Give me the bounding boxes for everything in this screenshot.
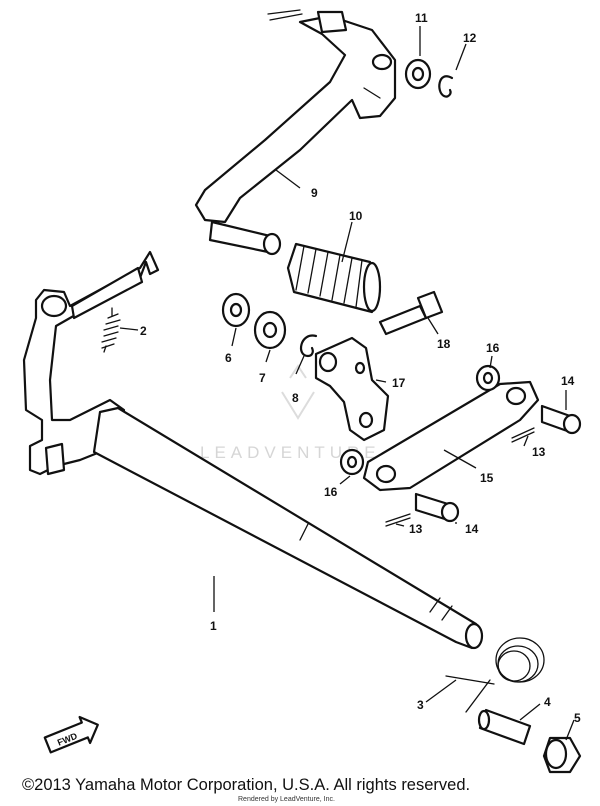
part-12-clip xyxy=(438,75,454,98)
callout-5: 5 xyxy=(574,711,581,725)
part-8-clip xyxy=(299,334,318,358)
part-9-pedal xyxy=(194,9,397,256)
callout-4: 4 xyxy=(544,695,551,709)
render-credit: Rendered by LeadVenture, Inc. xyxy=(238,796,335,803)
callout-14-upper: 14 xyxy=(561,374,575,388)
callout-16-upper: 16 xyxy=(486,341,500,355)
part-10-pedal-rubber xyxy=(286,242,382,314)
callout-2: 2 xyxy=(140,324,147,338)
callout-13-upper: 13 xyxy=(532,445,546,459)
part-18-bolt xyxy=(378,290,444,336)
callout-6: 6 xyxy=(225,351,232,365)
part-4-pin xyxy=(477,708,532,746)
fwd-arrow: FWD xyxy=(43,715,99,754)
leader-lines xyxy=(119,26,575,741)
callout-12: 12 xyxy=(463,31,477,45)
part-16-washer-lower xyxy=(339,448,365,476)
part-5-collar xyxy=(542,736,582,774)
callout-14-lower: 14 xyxy=(465,522,479,536)
watermark-text: LEADVENTURE xyxy=(200,443,381,462)
part-11-washer xyxy=(404,58,432,90)
watermark: LEADVENTURE xyxy=(200,364,381,462)
callout-10: 10 xyxy=(349,209,363,223)
part-14-pin-upper xyxy=(540,404,582,435)
callout-8: 8 xyxy=(292,391,299,405)
callout-11: 11 xyxy=(415,11,428,25)
callout-3: 3 xyxy=(417,698,424,712)
callout-1: 1 xyxy=(210,619,217,633)
part-2-spring xyxy=(101,307,121,353)
part-3-spring xyxy=(445,637,545,713)
part-17-arm xyxy=(314,336,390,442)
callout-13-lower: 13 xyxy=(409,522,423,536)
part-13-cotter-upper xyxy=(511,427,535,443)
callout-18: 18 xyxy=(437,337,451,351)
copyright-notice: ©2013 Yamaha Motor Corporation, U.S.A. A… xyxy=(22,776,471,794)
part-7-washer xyxy=(253,310,287,350)
part-1-shaft-assembly xyxy=(22,250,484,650)
part-16-washer-upper xyxy=(475,364,501,392)
part-6-washer xyxy=(221,292,251,328)
callout-15: 15 xyxy=(480,471,494,485)
part-15-link-rod xyxy=(362,380,540,492)
part-13-cotter-lower xyxy=(385,513,411,527)
callout-17: 17 xyxy=(392,376,406,390)
callouts: 11 12 9 10 2 6 7 8 17 18 16 14 13 15 16 … xyxy=(140,11,581,725)
callout-7: 7 xyxy=(259,371,266,385)
callout-16-lower: 16 xyxy=(324,485,338,499)
part-14-pin-lower xyxy=(414,492,460,523)
callout-9: 9 xyxy=(311,186,318,200)
